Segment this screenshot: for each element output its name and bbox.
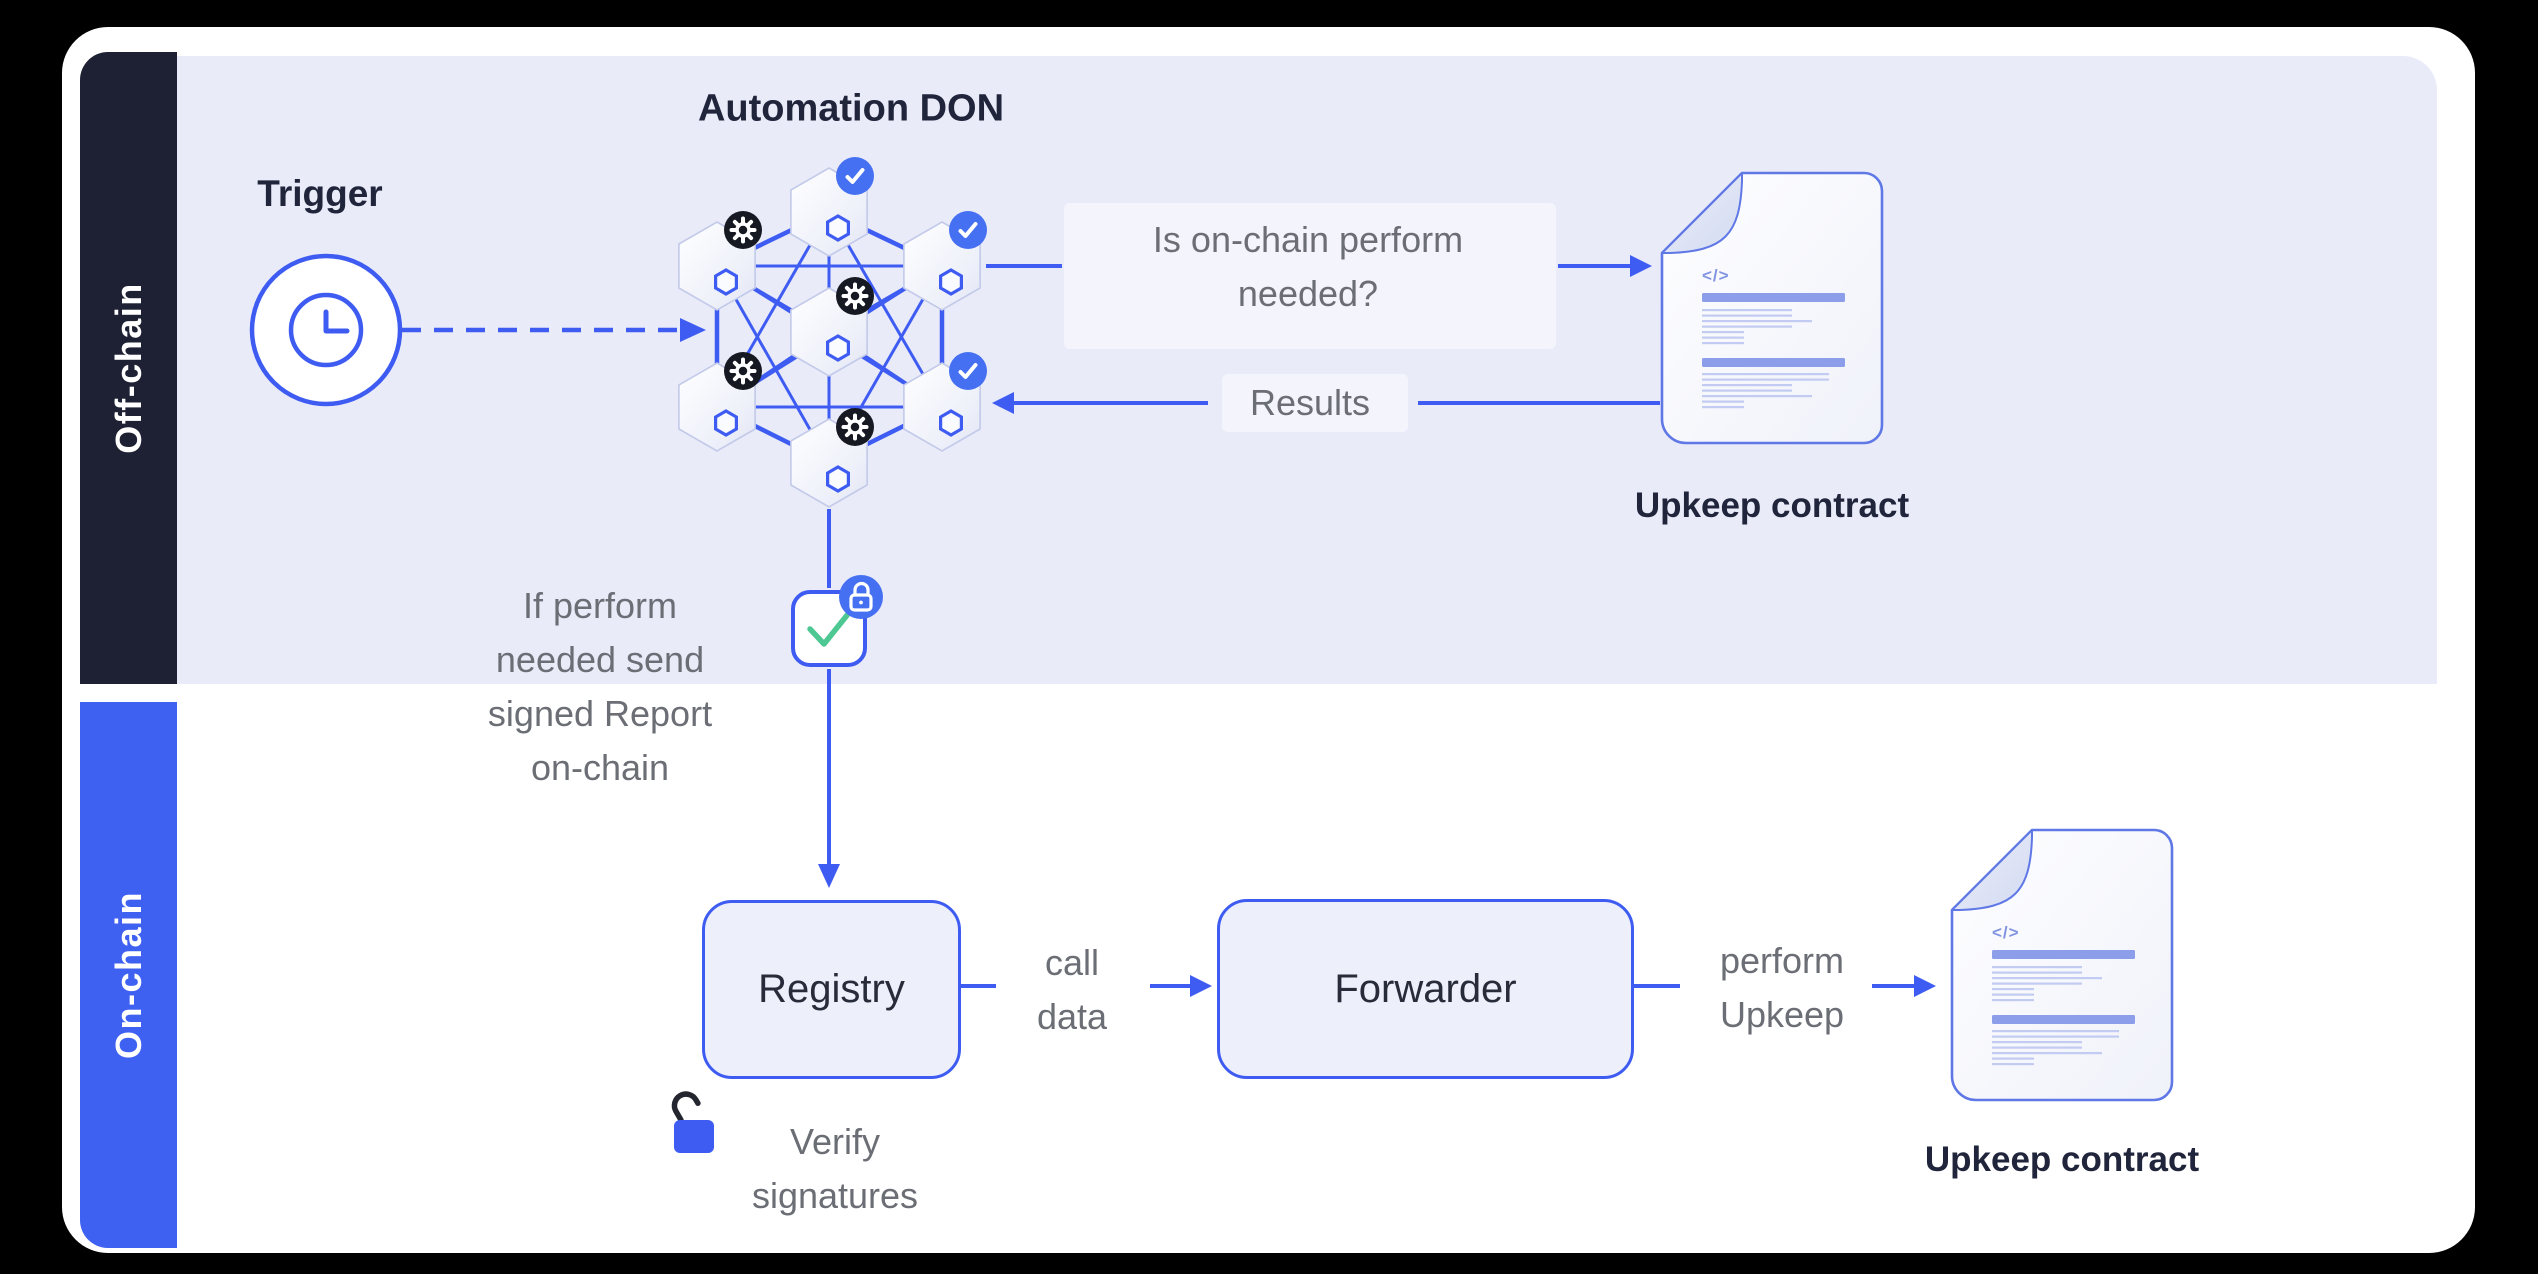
offchain-background-band — [177, 56, 2437, 684]
don-node-top-left — [678, 211, 762, 311]
gear-badge-icon — [836, 277, 874, 315]
forwarder-label: Forwarder — [1334, 966, 1517, 1011]
lock-badge-icon — [839, 575, 883, 619]
question-backdrop — [1064, 203, 1556, 349]
upkeep-contract-top-label: Upkeep contract — [1634, 486, 1910, 525]
results-label: Results — [1249, 382, 1371, 423]
perform-upkeep-label: perform Upkeep — [1719, 940, 1845, 1035]
offchain-sidebar: Off-chain — [80, 52, 177, 684]
calldata-arrow — [1150, 975, 1212, 997]
upkeep-contract-doc-icon: </> — [1660, 171, 1884, 445]
results-backdrop — [1222, 374, 1408, 432]
don-node-bottom — [790, 408, 874, 508]
chainlink-hex-icon — [826, 214, 850, 242]
chainlink-hex-icon — [939, 268, 963, 296]
code-icon: </> — [1702, 266, 1730, 285]
trigger-arrow — [402, 318, 706, 342]
gear-badge-icon — [836, 408, 874, 446]
perform-arrow — [1872, 975, 1936, 997]
don-node-top — [790, 157, 874, 257]
registry-box: Registry — [702, 900, 961, 1079]
check-badge-icon — [836, 157, 874, 195]
don-node-top-right — [903, 211, 987, 311]
registry-label: Registry — [758, 967, 905, 1011]
chainlink-hex-icon — [714, 409, 738, 437]
check-badge-icon — [949, 352, 987, 390]
clock-icon — [249, 253, 403, 407]
upkeep-contract-bottom-label: Upkeep contract — [1924, 1140, 2200, 1179]
verify-signatures-label: Verify signatures — [751, 1121, 919, 1216]
chainlink-hex-icon — [714, 268, 738, 296]
chainlink-hex-icon — [939, 409, 963, 437]
question-label: Is on-chain perform needed? — [1152, 219, 1464, 314]
check-badge-icon — [949, 211, 987, 249]
page-fold — [1661, 172, 1743, 254]
don-node-bottom-right — [903, 352, 987, 452]
gear-badge-icon — [724, 211, 762, 249]
chainlink-hex-icon — [826, 334, 850, 362]
unlock-icon — [671, 1091, 714, 1153]
chainlink-hex-icon — [826, 465, 850, 493]
automation-don-title: Automation DON — [697, 87, 1005, 130]
don-node-center — [790, 277, 874, 377]
forwarder-box: Forwarder — [1217, 899, 1634, 1079]
question-to-contract-arrow — [1558, 255, 1652, 277]
results-arrow — [992, 392, 1660, 414]
call-data-label: call data — [1036, 942, 1108, 1037]
don-node-bottom-left — [678, 352, 762, 452]
signed-report-icon — [791, 575, 883, 667]
upkeep-contract-doc-icon: </> — [1950, 828, 2174, 1102]
gear-badge-icon — [724, 352, 762, 390]
code-icon: </> — [1992, 923, 2020, 942]
onchain-sidebar: On-chain — [80, 702, 177, 1248]
report-to-registry-arrow — [818, 669, 840, 888]
page-fold — [1951, 829, 2033, 911]
trigger-label: Trigger — [257, 173, 383, 214]
if-perform-note: If perform needed send signed Report on-… — [487, 585, 713, 788]
